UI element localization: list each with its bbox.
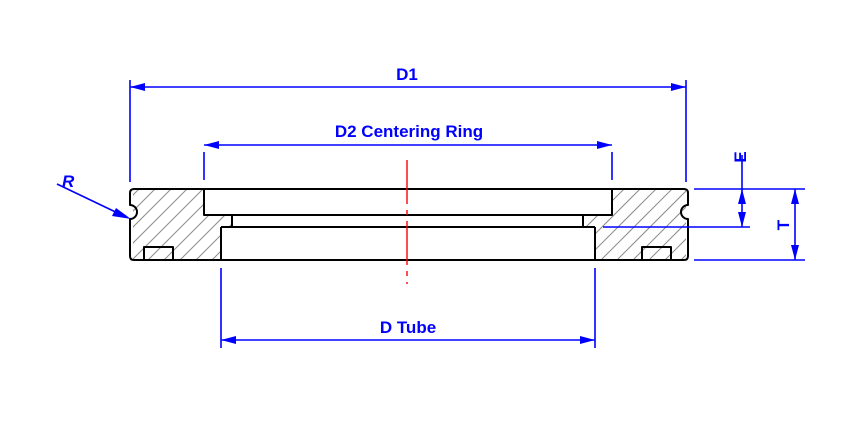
hatch-line (145, 189, 222, 260)
tube-bore (220, 227, 596, 261)
hatch-line (630, 189, 686, 260)
centering-ring-bore (203, 189, 613, 216)
right-outer-edge (595, 188, 689, 261)
flange-outline (129, 188, 689, 261)
left-section-hatch (133, 187, 381, 262)
hatch-line (598, 189, 675, 260)
hatch-line (662, 189, 686, 260)
r-label: R (62, 172, 75, 191)
step (221, 215, 595, 228)
hatch-line (258, 187, 333, 262)
d1-label: D1 (396, 65, 418, 84)
left-outer-edge (129, 188, 221, 261)
hatch-line (225, 189, 232, 260)
e-dimension: E (603, 151, 805, 228)
hatch-line (583, 189, 643, 260)
hatch-line (290, 187, 365, 262)
hatch-line (614, 189, 686, 260)
hatch-line (133, 189, 206, 260)
hatch-line (646, 189, 686, 260)
t-label: T (774, 219, 793, 230)
hatch-line (583, 189, 611, 260)
left-slot (143, 246, 174, 260)
hatch-line (133, 189, 174, 260)
d2-label: D2 Centering Ring (335, 122, 483, 141)
e-label: E (731, 151, 750, 162)
hatch-line (242, 187, 317, 262)
d-tube-label: D Tube (380, 318, 436, 337)
hatch-line (306, 187, 381, 262)
d1-dimension: D1 (129, 65, 687, 182)
d2-dimension: D2 Centering Ring (203, 122, 613, 180)
hatch-line (695, 187, 770, 262)
hatch-line (503, 187, 578, 262)
right-slot (641, 246, 672, 260)
d-tube-dimension: D Tube (220, 268, 596, 348)
hatch-line (133, 189, 190, 260)
hatch-line (133, 189, 158, 260)
t-dimension: T (694, 189, 805, 261)
hatch-line (583, 189, 627, 260)
hatch-line (177, 189, 232, 260)
r-dimension: R (56, 172, 131, 219)
hatch-line (274, 187, 349, 262)
